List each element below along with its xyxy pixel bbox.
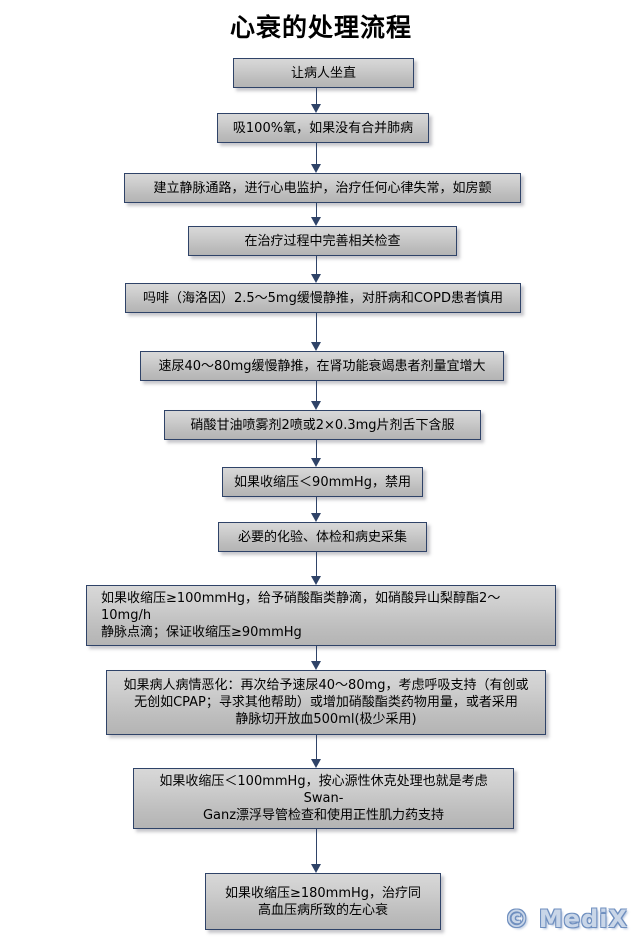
flow-arrow-3 — [311, 203, 322, 226]
arrow-line — [316, 381, 317, 402]
flow-node-label: 速尿40～80mg缓慢静推，在肾功能衰竭患者剂量宜增大 — [158, 358, 486, 374]
flow-arrow-1 — [311, 88, 322, 113]
arrow-line — [316, 143, 317, 165]
arrow-line — [316, 440, 317, 459]
arrow-head-icon — [311, 401, 321, 410]
flow-node-label: 如果收缩压＜100mmHg，按心源性休克处理也就是考虑Swan- Ganz漂浮导… — [159, 774, 488, 823]
arrow-head-icon — [311, 513, 321, 522]
arrow-head-icon — [311, 759, 321, 768]
flow-node-6[interactable]: 速尿40～80mg缓慢静推，在肾功能衰竭患者剂量宜增大 — [140, 351, 504, 381]
flow-node-3[interactable]: 建立静脉通路，进行心电监护，治疗任何心律失常，如房颤 — [124, 173, 521, 203]
flow-node-10[interactable]: 如果收缩压≥100mmHg，给予硝酸酯类静滴，如硝酸异山梨醇酯2～10mg/h … — [86, 585, 556, 646]
flow-node-4[interactable]: 在治疗过程中完善相关检查 — [188, 226, 457, 256]
arrow-head-icon — [311, 342, 321, 351]
flow-node-label: 如果收缩压≥180mmHg，治疗同 高血压病所致的左心衰 — [224, 885, 422, 918]
arrow-head-icon — [311, 164, 321, 173]
flow-node-11[interactable]: 如果病人病情恶化：再次给予速尿40～80mg，考虑呼吸支持（有创或 无创如CPA… — [106, 670, 546, 735]
arrow-line — [316, 203, 317, 218]
flow-node-label: 如果收缩压≥100mmHg，给予硝酸酯类静滴，如硝酸异山梨醇酯2～10mg/h … — [101, 591, 501, 640]
flow-arrow-6 — [311, 381, 322, 410]
flow-arrow-4 — [311, 256, 322, 283]
page-title: 心衰的处理流程 — [229, 13, 412, 42]
flow-node-2[interactable]: 吸100%氧，如果没有合并肺病 — [217, 113, 429, 143]
flow-arrow-9 — [311, 552, 322, 585]
arrow-head-icon — [311, 458, 321, 467]
arrow-head-icon — [311, 274, 321, 283]
flow-node-label: 如果病人病情恶化：再次给予速尿40～80mg，考虑呼吸支持（有创或 无创如CPA… — [123, 678, 529, 727]
arrow-line — [316, 313, 317, 343]
flow-node-label: 吗啡（海洛因）2.5～5mg缓慢静推，对肝病和COPD患者慎用 — [142, 290, 504, 306]
flow-node-13[interactable]: 如果收缩压≥180mmHg，治疗同 高血压病所致的左心衰 — [205, 873, 441, 930]
arrow-line — [316, 256, 317, 275]
watermark: © MediX — [504, 905, 628, 933]
flow-node-label: 在治疗过程中完善相关检查 — [244, 233, 401, 249]
flow-node-7[interactable]: 硝酸甘油喷雾剂2喷或2×0.3mg片剂舌下含服 — [164, 410, 481, 440]
flow-arrow-12 — [311, 829, 322, 873]
flow-node-9[interactable]: 必要的化验、体检和病史采集 — [218, 522, 427, 552]
flow-node-label: 硝酸甘油喷雾剂2喷或2×0.3mg片剂舌下含服 — [190, 417, 455, 433]
flow-arrow-11 — [311, 735, 322, 768]
flow-arrow-7 — [311, 440, 322, 467]
arrow-head-icon — [311, 661, 321, 670]
flow-node-label: 建立静脉通路，进行心电监护，治疗任何心律失常，如房颤 — [153, 180, 492, 196]
flow-node-8[interactable]: 如果收缩压＜90mmHg，禁用 — [222, 467, 423, 497]
arrow-line — [316, 552, 317, 577]
arrow-line — [316, 646, 317, 662]
arrow-line — [316, 497, 317, 514]
flow-node-label: 必要的化验、体检和病史采集 — [237, 529, 407, 545]
flow-node-1[interactable]: 让病人坐直 — [233, 58, 414, 88]
flow-node-12[interactable]: 如果收缩压＜100mmHg，按心源性休克处理也就是考虑Swan- Ganz漂浮导… — [133, 768, 514, 829]
arrow-head-icon — [311, 217, 321, 226]
arrow-head-icon — [311, 576, 321, 585]
arrow-head-icon — [311, 864, 321, 873]
flow-arrow-5 — [311, 313, 322, 351]
arrow-line — [316, 735, 317, 760]
flow-node-label: 如果收缩压＜90mmHg，禁用 — [234, 474, 411, 490]
flow-arrow-2 — [311, 143, 322, 173]
arrow-head-icon — [311, 104, 321, 113]
flow-arrow-10 — [311, 646, 322, 670]
flow-node-label: 吸100%氧，如果没有合并肺病 — [232, 120, 414, 136]
arrow-line — [316, 88, 317, 105]
flow-node-5[interactable]: 吗啡（海洛因）2.5～5mg缓慢静推，对肝病和COPD患者慎用 — [125, 283, 521, 313]
flow-node-label: 让病人坐直 — [290, 65, 356, 81]
arrow-line — [316, 829, 317, 865]
flow-arrow-8 — [311, 497, 322, 522]
